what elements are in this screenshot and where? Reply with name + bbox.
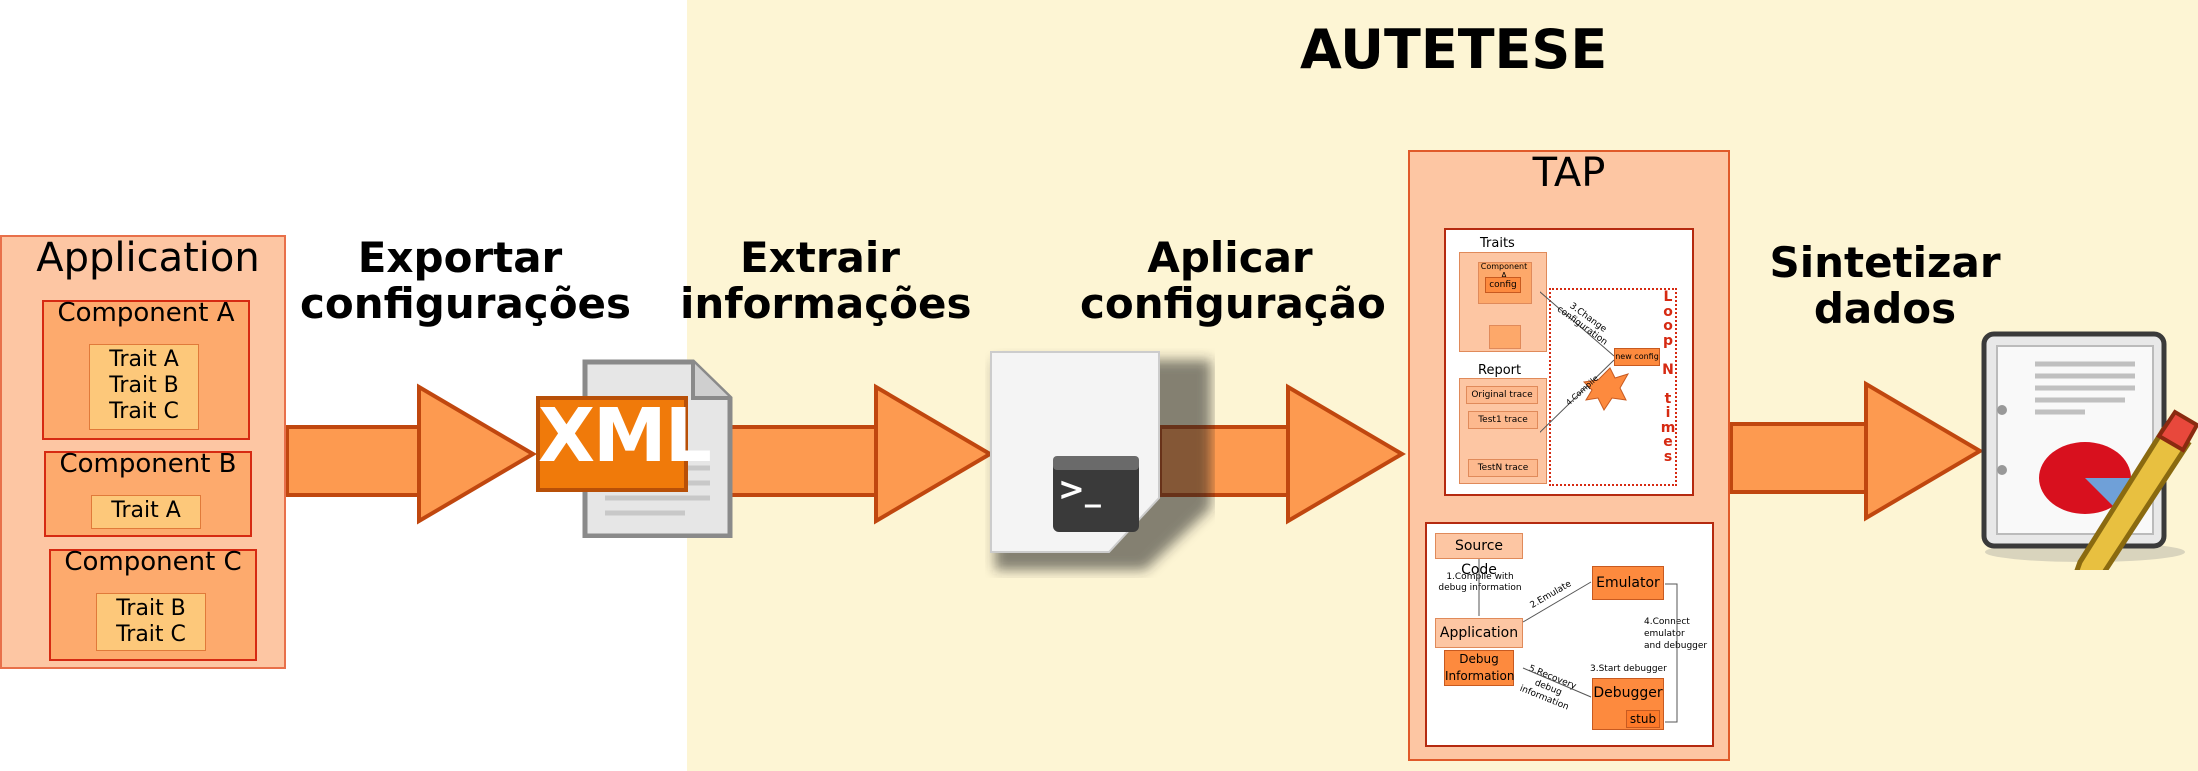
arrow-2-shaft (728, 425, 880, 497)
new-config-box: new config (1614, 348, 1660, 366)
component-a-traits: Trait A Trait B Trait C (89, 344, 199, 430)
xml-icon-label: XML (538, 393, 712, 479)
loop-region (1549, 288, 1677, 486)
tap-title: TAP (1532, 150, 1606, 196)
step-label-extract: Extrair informações (680, 233, 972, 328)
arrow-4-head (1864, 380, 1984, 522)
step-label-export: Exportar configurações (300, 233, 632, 328)
stub-box: stub (1626, 710, 1660, 728)
debug-information-box: Debug Information (1444, 650, 1514, 686)
application-title: Application (36, 235, 260, 281)
test1-trace-box: Test1 trace (1468, 411, 1538, 429)
arrow-1-shaft (285, 425, 423, 497)
component-b-traits: Trait A (91, 495, 201, 529)
config-box: config (1485, 277, 1521, 293)
component-a-title: Component A (57, 298, 235, 328)
compile-debug-note: 1.Compile with debug information (1438, 572, 1522, 593)
traits-flow-connectors (1540, 291, 1630, 433)
page-title: AUTETESE (1300, 18, 1608, 81)
step-label-synthesize: Sintetizar dados (1769, 238, 2001, 333)
arrow-1-head (417, 383, 537, 525)
report-edit-icon (1981, 331, 2198, 570)
arrow-3-head (1286, 383, 1406, 525)
report-label: Report (1478, 363, 1522, 378)
application-mini-box: Application (1435, 618, 1523, 648)
component-b-box (44, 451, 252, 537)
loop-n-times-text: L o o p N t i m e s (1660, 289, 1676, 465)
terminal-script-icon (990, 351, 1211, 570)
debug-flow-connectors (1478, 559, 1678, 723)
original-trace-box: Original trace (1466, 386, 1538, 404)
trait-mini-box (1489, 325, 1521, 349)
connect-note: 4.Connect emulator and debugger (1644, 617, 1708, 651)
component-c-title: Component C (64, 547, 242, 577)
arrow-4-shaft (1729, 422, 1870, 494)
component-b-title: Component B (59, 449, 237, 479)
source-code-box: Source Code (1435, 533, 1523, 578)
component-a-mini-label: Component A (1480, 262, 1528, 280)
compile-burst-icon (1582, 367, 1630, 411)
step-label-apply: Aplicar configuração (1080, 233, 1386, 328)
testn-trace-box: TestN trace (1468, 459, 1538, 477)
arrow-2-head (874, 383, 994, 525)
terminal-prompt: >_ (1058, 470, 1101, 508)
xml-file-icon (536, 359, 733, 538)
start-debugger-note: 3.Start debugger (1590, 664, 1667, 674)
emulator-box: Emulator (1592, 566, 1664, 600)
component-c-traits: Trait B Trait C (96, 593, 206, 651)
traits-label: Traits (1480, 236, 1515, 251)
